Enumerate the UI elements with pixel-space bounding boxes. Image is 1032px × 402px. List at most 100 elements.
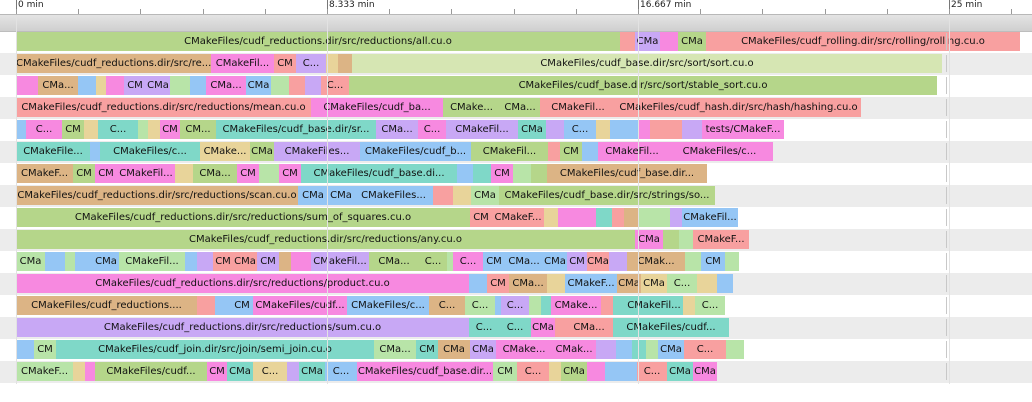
build-step-bar[interactable] [609, 252, 627, 271]
build-step-bar[interactable] [291, 252, 311, 271]
build-step-bar[interactable] [447, 252, 453, 271]
build-step-bar[interactable]: CMa... [376, 120, 418, 139]
build-step-bar[interactable] [16, 120, 26, 139]
build-step-bar[interactable]: C... [26, 120, 62, 139]
build-step-bar[interactable]: CMakeFiles/cudf... [613, 318, 729, 337]
build-step-bar[interactable] [650, 120, 664, 139]
build-step-bar[interactable]: CMa [246, 76, 271, 95]
build-step-bar[interactable]: CMakeFiles... [354, 186, 433, 205]
build-step-bar[interactable] [106, 76, 124, 95]
build-step-bar[interactable]: CMakeFiles/c... [666, 142, 773, 161]
build-step-bar[interactable]: C... [684, 340, 726, 359]
build-step-bar[interactable]: C... [499, 318, 531, 337]
build-step-bar[interactable]: CM... [180, 120, 216, 139]
build-step-bar[interactable]: CM [279, 164, 301, 183]
build-step-bar[interactable]: C... [418, 120, 446, 139]
build-step-bar[interactable]: CM [416, 340, 438, 359]
build-step-bar[interactable] [605, 362, 621, 381]
build-step-bar[interactable] [279, 252, 291, 271]
build-step-bar[interactable] [271, 76, 289, 95]
build-step-bar[interactable]: CMa... [369, 252, 419, 271]
build-step-bar[interactable] [544, 208, 558, 227]
build-step-bar[interactable]: C... [469, 318, 499, 337]
build-step-bar[interactable] [65, 252, 75, 271]
build-step-bar[interactable]: CM [487, 274, 509, 293]
build-step-bar[interactable]: CMakeFiles/cudf_reductions.dir/src/reduc… [16, 186, 298, 205]
build-step-bar[interactable] [148, 120, 160, 139]
build-step-bar[interactable]: C... [419, 252, 447, 271]
build-step-bar[interactable] [632, 340, 646, 359]
build-step-bar[interactable]: CMa [299, 362, 325, 381]
build-step-bar[interactable] [670, 208, 682, 227]
build-step-bar[interactable]: C... [296, 54, 326, 73]
build-step-bar[interactable]: CMakeFiles/cudf_base.dir/src/strings/so.… [499, 186, 715, 205]
build-step-bar[interactable] [73, 362, 85, 381]
build-step-bar[interactable] [610, 120, 624, 139]
build-step-bar[interactable] [326, 54, 338, 73]
build-step-bar[interactable]: CMa [438, 340, 470, 359]
build-step-bar[interactable]: CMakeFiles/cudf_base.dir/sr... [216, 120, 376, 139]
build-step-bar[interactable] [624, 120, 638, 139]
build-step-bar[interactable]: CMakeFiles... [274, 142, 360, 161]
build-step-bar[interactable] [45, 252, 65, 271]
build-step-bar[interactable] [529, 296, 541, 315]
build-step-bar[interactable]: CMakeFil... [446, 120, 518, 139]
build-step-bar[interactable]: CM [124, 76, 146, 95]
build-step-bar[interactable]: CMakeFiles/cudf_base.dir... [357, 362, 493, 381]
build-step-bar[interactable]: C... [325, 362, 357, 381]
build-step-bar[interactable]: CMa [667, 362, 693, 381]
build-step-bar[interactable] [531, 164, 547, 183]
build-step-bar[interactable]: CMakeFil... [471, 142, 548, 161]
build-step-bar[interactable]: CM [491, 164, 513, 183]
build-step-bar[interactable]: C... [465, 296, 495, 315]
build-step-bar[interactable]: CMakeFiles/cudf_b... [360, 142, 471, 161]
build-step-bar[interactable]: CM [160, 120, 180, 139]
build-step-bar[interactable] [548, 142, 560, 161]
build-step-bar[interactable]: C... [695, 296, 725, 315]
build-step-bar[interactable]: CMa [658, 340, 684, 359]
build-step-bar[interactable]: CMakeFiles/cudf_base.dir/src/sort/stable… [349, 76, 937, 95]
build-step-bar[interactable] [652, 208, 670, 227]
build-step-bar[interactable]: CMakeFiles/cudf_base.di... [301, 164, 457, 183]
build-step-bar[interactable] [717, 274, 733, 293]
build-step-bar[interactable]: CMakeF... [693, 230, 749, 249]
build-step-bar[interactable] [612, 208, 624, 227]
build-step-bar[interactable]: CM [73, 164, 95, 183]
build-step-bar[interactable]: C... [517, 362, 549, 381]
build-step-bar[interactable]: CMakeFiles/cudf_reductions.dir/src/re... [16, 54, 211, 73]
build-step-bar[interactable]: CMak... [552, 340, 596, 359]
build-step-bar[interactable]: CMakeFiles/cudf_rolling.dir/src/rolling/… [706, 32, 1020, 51]
build-step-bar[interactable]: CM [257, 252, 279, 271]
build-step-bar[interactable]: CMakeF... [492, 208, 544, 227]
build-step-bar[interactable] [190, 76, 206, 95]
build-step-bar[interactable]: CMa [250, 142, 274, 161]
build-step-bar[interactable] [616, 340, 632, 359]
build-step-bar[interactable]: CMakeF... [565, 274, 617, 293]
build-step-bar[interactable]: CM [701, 252, 725, 271]
build-step-bar[interactable] [683, 296, 695, 315]
build-step-bar[interactable]: CM [95, 164, 117, 183]
build-step-bar[interactable]: CMakeFiles/cudf_reductions.... [16, 296, 197, 315]
build-step-bar[interactable] [473, 164, 491, 183]
build-step-bar[interactable]: CMakeFiles/cudf_ba... [311, 98, 443, 117]
build-step-bar[interactable]: CM [231, 296, 253, 315]
build-step-bar[interactable] [495, 296, 501, 315]
build-step-bar[interactable]: CMakeFil... [211, 54, 274, 73]
build-step-bar[interactable] [660, 32, 678, 51]
build-step-bar[interactable]: CM [207, 362, 227, 381]
build-step-bar[interactable] [620, 32, 635, 51]
build-step-bar[interactable]: CMa [531, 318, 555, 337]
build-step-bar[interactable] [555, 318, 565, 337]
build-step-bar[interactable]: CMakeFil... [311, 252, 369, 271]
build-step-bar[interactable] [587, 362, 605, 381]
build-step-bar[interactable] [685, 252, 701, 271]
build-step-bar[interactable] [453, 186, 471, 205]
build-step-bar[interactable] [433, 186, 453, 205]
build-step-bar[interactable]: CMa [561, 362, 587, 381]
build-step-bar[interactable] [596, 340, 616, 359]
build-step-bar[interactable]: CMakeF... [16, 164, 73, 183]
build-step-bar[interactable]: CMakeFil... [625, 296, 683, 315]
build-step-bar[interactable] [197, 252, 213, 271]
build-step-bar[interactable]: CMa [518, 120, 546, 139]
build-step-bar[interactable] [16, 76, 38, 95]
